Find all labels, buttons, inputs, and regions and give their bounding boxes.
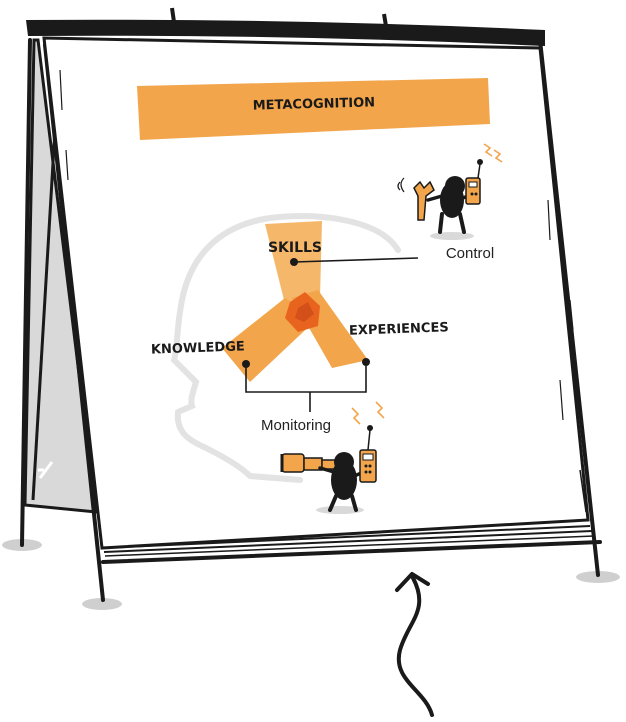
curved-arrow-icon	[397, 574, 432, 715]
label-skills: SKILLS	[268, 240, 322, 256]
title-text: METACOGNITION	[253, 95, 376, 113]
label-monitoring: Monitoring	[261, 417, 331, 434]
label-control: Control	[446, 245, 494, 262]
